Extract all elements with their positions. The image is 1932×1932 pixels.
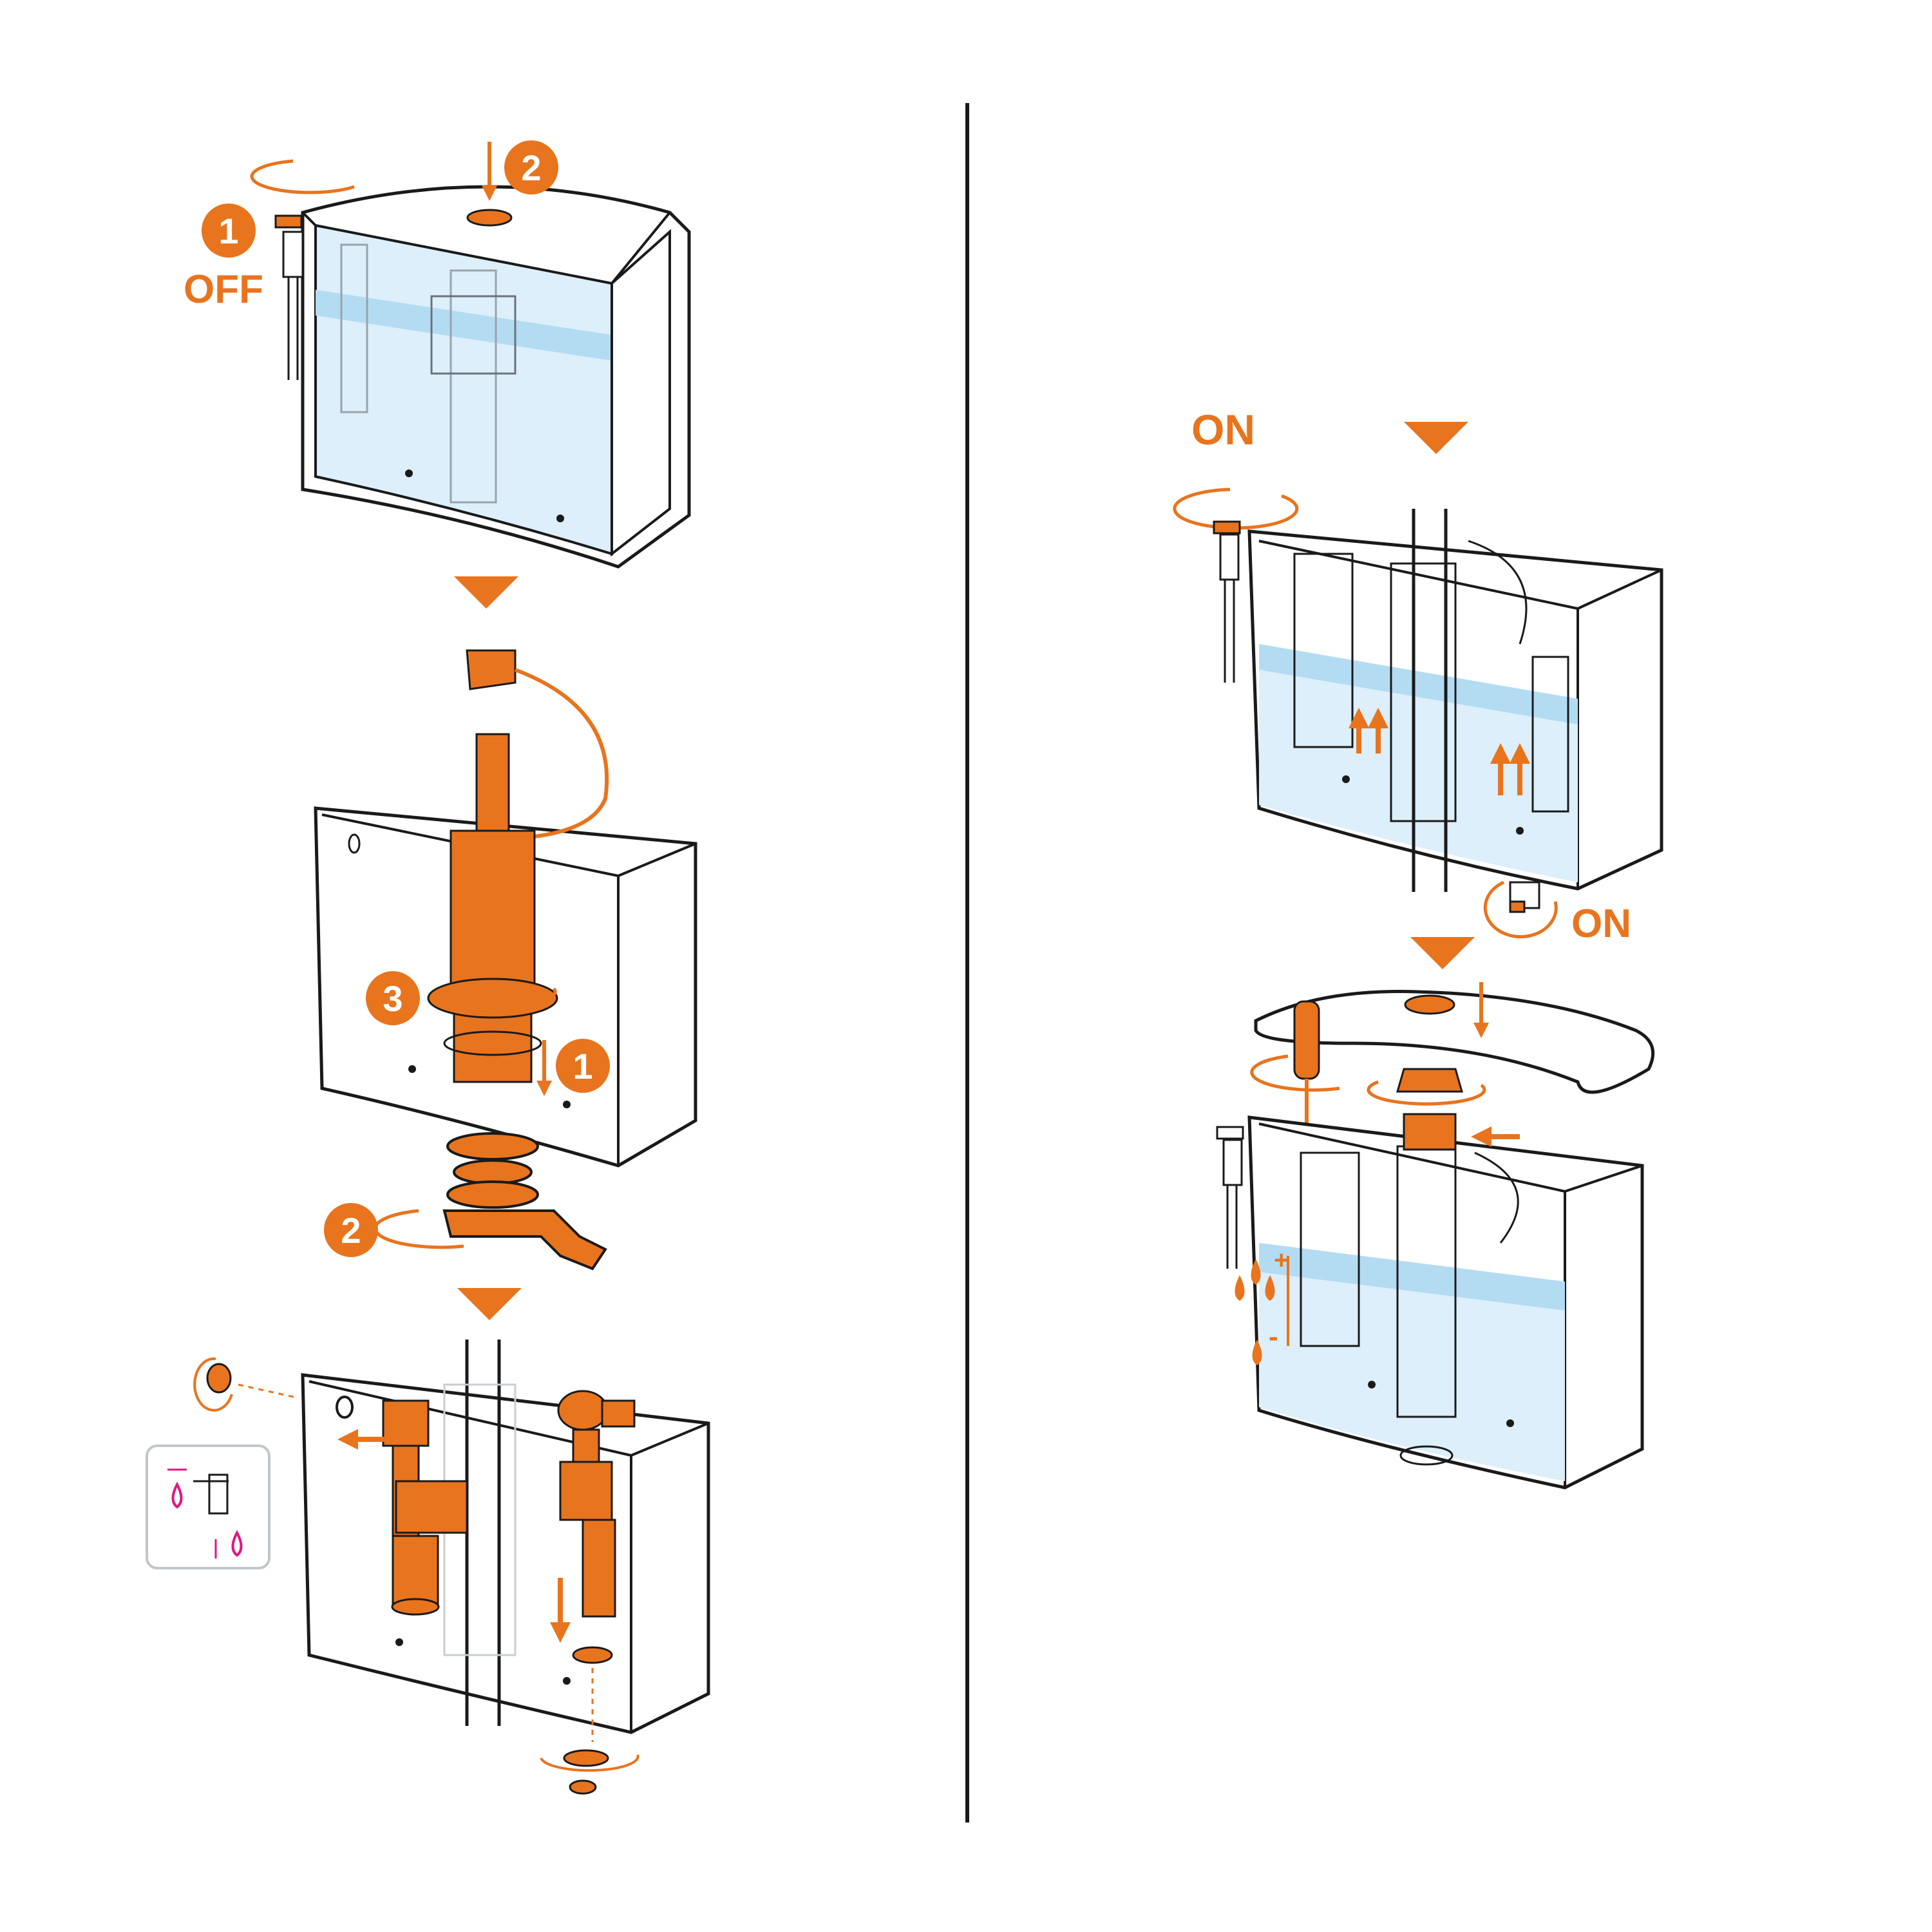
cistern-before xyxy=(274,185,691,569)
washer xyxy=(336,1396,354,1419)
down-triangle-icon xyxy=(457,1288,522,1320)
step-number-2: 2 xyxy=(521,147,541,188)
guide-line xyxy=(238,1383,297,1399)
on-label-left: ON xyxy=(1191,406,1255,453)
remove-badge-2 xyxy=(324,1203,378,1257)
increase-label: + xyxy=(1274,1246,1289,1274)
isolation-valve-icon xyxy=(1216,1126,1244,1269)
remove-badge-1 xyxy=(556,1039,610,1093)
rotate-arrow-icon xyxy=(193,1357,233,1412)
rotate-arrow-icon xyxy=(1367,1080,1486,1106)
rotate-arrow-icon xyxy=(1250,1054,1340,1092)
remove-number-3: 3 xyxy=(383,978,402,1019)
rotate-arrow-icon xyxy=(250,159,355,194)
remove-number-1: 1 xyxy=(573,1046,592,1086)
water-drop-icon xyxy=(171,1481,183,1509)
remove-badge-3 xyxy=(366,971,420,1025)
fill-valve-icon xyxy=(557,1390,636,1618)
rotate-arrow-icon xyxy=(1483,880,1558,939)
isolation-valve-icon xyxy=(1509,881,1540,913)
fill-valve-icon xyxy=(382,1399,468,1616)
rotate-arrow-icon xyxy=(450,987,557,1009)
cistern-refilling xyxy=(1213,509,1663,913)
step-badge-2 xyxy=(504,140,558,194)
cistern-adjust xyxy=(1216,1113,1644,1490)
wrench-icon xyxy=(442,1209,607,1271)
flush-valve-icon xyxy=(427,649,609,1209)
on-label-right: ON xyxy=(1571,902,1631,946)
cistern-install xyxy=(301,1340,710,1734)
off-label: OFF xyxy=(184,267,263,312)
decrease-label: - xyxy=(1269,1321,1278,1352)
nut-icon xyxy=(206,1363,232,1394)
isolation-valve-icon xyxy=(1213,520,1241,683)
push-button-icon xyxy=(1396,1068,1463,1093)
rotate-arrow-icon xyxy=(374,1209,464,1249)
down-triangle-icon xyxy=(1410,937,1475,969)
isolation-valve-icon xyxy=(274,214,304,380)
supply-info-box xyxy=(146,1444,270,1569)
nut-icon xyxy=(563,1646,613,1795)
remove-number-2: 2 xyxy=(341,1210,361,1251)
cistern-lid xyxy=(1254,990,1655,1094)
down-triangle-icon xyxy=(454,576,518,609)
water-rising-arrows xyxy=(1349,708,1530,795)
down-triangle-icon xyxy=(1404,422,1468,454)
step-badge-1 xyxy=(202,204,256,258)
water-drop-icon xyxy=(231,1530,243,1557)
step-number-1: 1 xyxy=(218,211,238,251)
water-drop-icon xyxy=(1235,1259,1275,1365)
rotate-arrow-icon xyxy=(540,1754,639,1772)
